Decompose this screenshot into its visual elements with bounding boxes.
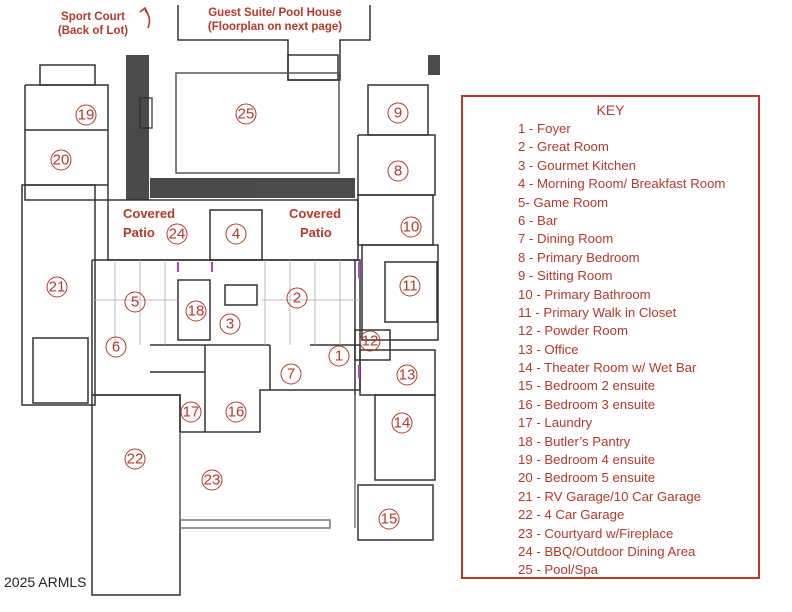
room-number-7: 7	[287, 366, 295, 383]
room-number-12: 12	[362, 333, 379, 350]
guest-suite-line2: (Floorplan on next page)	[207, 21, 343, 33]
key-title: KEY	[596, 102, 625, 118]
key-legend: KEY 1 - Foyer 2 - Great Room 3 - Gourmet…	[461, 95, 760, 579]
sport-court-line1: Sport Court	[61, 11, 125, 23]
key-item: 23 - Courtyard w/Fireplace	[518, 525, 674, 541]
room-number-25: 25	[238, 106, 255, 123]
key-item: 13 - Office	[518, 341, 579, 357]
walls	[21, 5, 439, 596]
landscape-blocks	[126, 55, 440, 200]
room-number-8: 8	[394, 163, 402, 180]
room-number-4: 4	[232, 226, 240, 243]
key-item: 3 - Gourmet Kitchen	[518, 157, 637, 173]
key-item: 15 - Bedroom 2 ensuite	[518, 378, 656, 394]
key-item: 22 - 4 Car Garage	[518, 507, 625, 523]
key-item: 16 - Bedroom 3 ensuite	[518, 396, 656, 412]
key-item: 21 - RV Garage/10 Car Garage	[518, 488, 702, 504]
room-number-18: 18	[188, 303, 205, 320]
room-number-13: 13	[399, 367, 416, 384]
room-number-22: 22	[127, 451, 144, 468]
room-number-20: 20	[53, 152, 70, 169]
room-number-10: 10	[403, 219, 420, 236]
key-item: 17 - Laundry	[518, 415, 593, 431]
room-number-21: 21	[49, 279, 66, 296]
key-item: 14 - Theater Room w/ Wet Bar	[518, 360, 697, 376]
room-numbers: 1 2 3 4 5 6 7 8 9 10 11 12 13 14 15 16 1…	[49, 105, 420, 528]
room-number-17: 17	[183, 404, 200, 421]
room-number-1: 1	[335, 348, 343, 365]
sport-court-line2: (Back of Lot)	[57, 25, 129, 37]
key-item: 8 - Primary Bedroom	[518, 249, 640, 265]
patio-right-line2: Patio	[300, 225, 332, 240]
room-number-11: 11	[402, 278, 418, 295]
key-item: 4 - Morning Room/ Breakfast Room	[518, 176, 726, 192]
key-item: 12 - Powder Room	[518, 323, 628, 339]
key-item: 10 - Primary Bathroom	[518, 286, 651, 302]
key-item: 5- Game Room	[518, 194, 609, 210]
sport-court-note: Sport Court (Back of Lot)	[48, 10, 138, 38]
key-item: 6 - Bar	[518, 212, 558, 228]
key-item: 11 - Primary Walk in Closet	[518, 304, 677, 320]
room-number-24: 24	[169, 226, 186, 243]
key-item: 19 - Bedroom 4 ensuite	[518, 452, 656, 468]
room-number-6: 6	[112, 339, 120, 356]
arrow-curved-icon	[139, 6, 151, 29]
room-number-23: 23	[204, 472, 221, 489]
room-number-14: 14	[394, 415, 411, 432]
key-item: 20 - Bedroom 5 ensuite	[518, 470, 656, 486]
guest-suite-line1: Guest Suite/ Pool House	[208, 7, 342, 19]
floor-tile-lines	[92, 260, 360, 345]
door-marks	[177, 262, 360, 378]
patio-left-line2: Patio	[123, 225, 155, 240]
room-markers	[46, 102, 422, 530]
copyright-text: 2025 ARMLS	[4, 574, 87, 590]
room-number-9: 9	[394, 105, 402, 122]
key-item: 18 - Butler’s Pantry	[518, 433, 631, 449]
room-number-16: 16	[228, 404, 245, 421]
patio-right-line1: Covered	[289, 206, 341, 221]
patio-left-line1: Covered	[123, 206, 175, 221]
patio-labels: Covered Patio Covered Patio	[123, 206, 341, 240]
room-number-19: 19	[78, 107, 95, 124]
room-number-2: 2	[293, 290, 301, 307]
key-item: 24 - BBQ/Outdoor Dining Area	[518, 543, 696, 559]
key-item: 9 - Sitting Room	[518, 268, 613, 284]
key-list: 1 - Foyer 2 - Great Room 3 - Gourmet Kit…	[518, 120, 725, 580]
guest-suite-note: Guest Suite/ Pool House (Floorplan on ne…	[190, 6, 360, 34]
key-item: 25 - Pool/Spa	[518, 562, 598, 578]
key-item: 1 - Foyer	[518, 121, 571, 136]
room-number-3: 3	[226, 316, 234, 333]
room-number-5: 5	[131, 294, 139, 311]
key-item: 7 - Dining Room	[518, 231, 614, 247]
room-number-15: 15	[381, 511, 398, 528]
key-item: 2 - Great Room	[518, 139, 609, 155]
